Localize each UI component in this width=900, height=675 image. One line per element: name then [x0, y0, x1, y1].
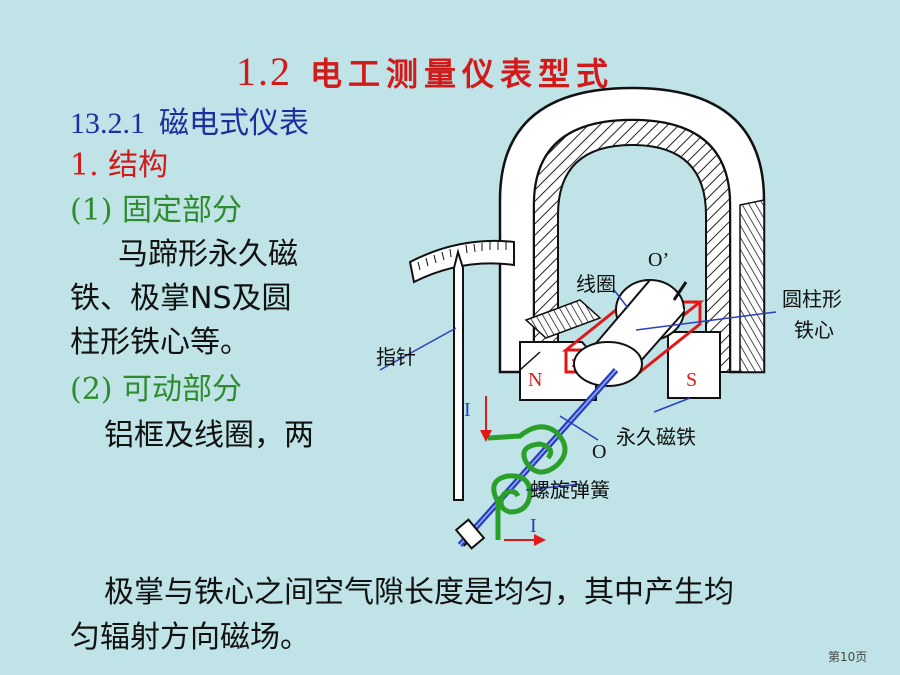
title-text: 电工测量仪表型式 [310, 55, 615, 93]
leader-lines [525, 289, 777, 491]
label-magnet: 永久磁铁 [616, 425, 696, 449]
movable-part-heading: (2) 可动部分 [70, 372, 243, 407]
fixed-part-line-3: 柱形铁心等。 [70, 325, 250, 360]
movable-part-line: 铝框及线圈，两 [104, 418, 314, 453]
fixed-part-line-1: 马蹄形永久磁 [118, 237, 298, 272]
fixed-part-line-2: 铁、极掌NS及圆 [70, 281, 292, 316]
section-name: 磁电式仪表 [159, 106, 309, 141]
label-o-prime: O’ [648, 249, 669, 271]
slide-title: 1.2 电工测量仪表型式 [236, 48, 614, 95]
pointer-assembly [379, 239, 515, 501]
label-current-bottom: I [530, 515, 537, 537]
label-spring: 螺旋弹簧 [530, 478, 610, 502]
label-n-pole: N [528, 369, 542, 391]
shaft [454, 281, 688, 550]
label-current-top: I [464, 399, 471, 421]
section-number: 13.2.1 [70, 107, 145, 140]
spiral-springs [487, 424, 568, 540]
section-heading: 13.2.1 磁电式仪表 [70, 98, 309, 142]
bottom-text-line-1: 极掌与铁心之间空气隙长度是均匀，其中产生均 [104, 575, 734, 610]
fixed-part-heading: (1) 固定部分 [70, 193, 243, 228]
structure-heading: 1. 结构 [70, 148, 169, 183]
label-o: O [592, 441, 606, 463]
label-core-line-2: 铁心 [794, 318, 834, 342]
bottom-text-line-2: 匀辐射方向磁场。 [70, 620, 310, 655]
label-coil: 线圈 [576, 272, 616, 296]
current-arrows [480, 396, 546, 546]
label-pointer: 指针 [376, 345, 416, 369]
label-core-line-1: 圆柱形 [782, 287, 842, 311]
title-number: 1.2 [236, 49, 292, 94]
page-number: 第10页 [828, 650, 868, 664]
label-s-pole: S [686, 369, 697, 391]
